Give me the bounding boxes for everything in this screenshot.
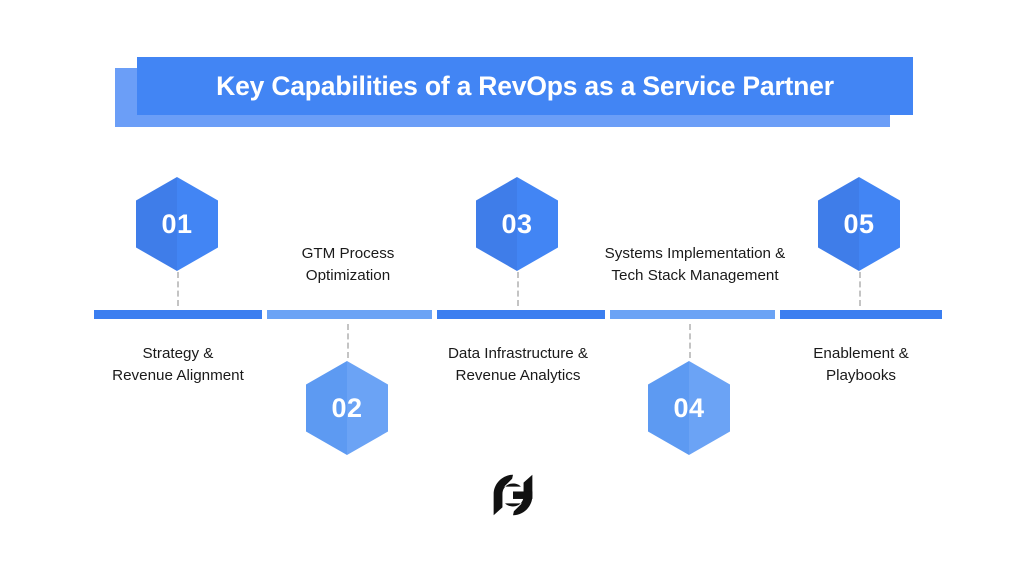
rule-segment-5: [780, 310, 942, 319]
step-number-04: 04: [673, 392, 705, 423]
step-hexagon-03[interactable]: 03: [476, 177, 558, 271]
step-label-05-line1: Enablement &: [813, 345, 909, 362]
step-label-04: Systems Implementation & Tech Stack Mana…: [570, 243, 820, 287]
title-banner: Key Capabilities of a RevOps as a Servic…: [0, 0, 1024, 140]
step-label-03-line2: Revenue Analytics: [455, 367, 581, 384]
step-label-02: GTM Process Optimization: [248, 243, 448, 287]
step-number-01: 01: [161, 208, 193, 239]
step-label-01: Strategy & Revenue Alignment: [78, 343, 278, 387]
brand-g-logo: [491, 473, 535, 517]
step-label-03: Data Infrastructure & Revenue Analytics: [412, 343, 624, 387]
step-label-05: Enablement & Playbooks: [761, 343, 961, 387]
connector-dash-02: [347, 324, 349, 358]
step-label-01-line1: Strategy &: [142, 345, 214, 362]
step-number-02: 02: [331, 392, 363, 423]
rule-segment-1: [94, 310, 262, 319]
step-hexagon-01[interactable]: 01: [136, 177, 218, 271]
step-hexagon-04[interactable]: 04: [648, 361, 730, 455]
step-label-02-line2: Optimization: [305, 267, 391, 284]
connector-dash-05: [859, 272, 861, 306]
rule-segment-2: [267, 310, 432, 319]
connector-dash-01: [177, 272, 179, 306]
rule-segment-4: [610, 310, 775, 319]
step-label-01-line2: Revenue Alignment: [112, 367, 244, 384]
connector-dash-04: [689, 324, 691, 358]
connector-dash-03: [517, 272, 519, 306]
step-number-03: 03: [501, 208, 533, 239]
step-label-04-line2: Tech Stack Management: [611, 267, 779, 284]
page-title: Key Capabilities of a RevOps as a Servic…: [216, 70, 834, 101]
step-label-04-line1: Systems Implementation &: [604, 245, 786, 262]
rule-segment-3: [437, 310, 605, 319]
step-label-02-line1: GTM Process: [301, 245, 395, 262]
step-label-03-line1: Data Infrastructure &: [447, 345, 589, 362]
step-hexagon-02[interactable]: 02: [306, 361, 388, 455]
step-number-05: 05: [843, 208, 875, 239]
step-hexagon-05[interactable]: 05: [818, 177, 900, 271]
title-banner-bar: Key Capabilities of a RevOps as a Servic…: [137, 57, 913, 115]
step-label-05-line2: Playbooks: [825, 367, 897, 384]
